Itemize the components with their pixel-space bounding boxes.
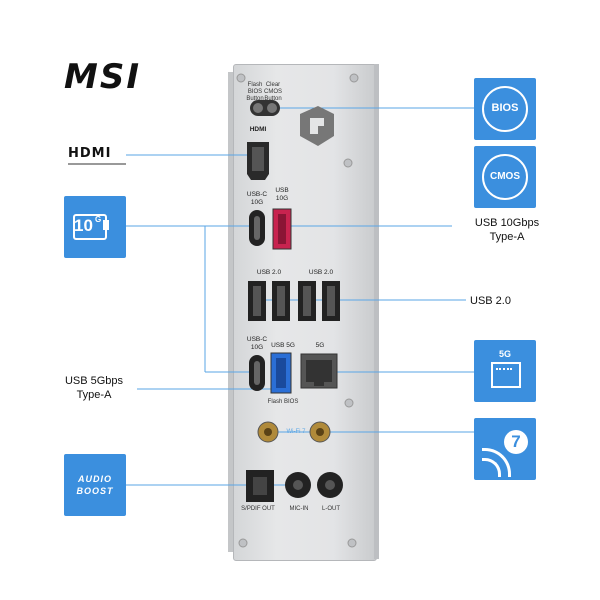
panel-edge-left: [228, 72, 234, 552]
usb-10g-typea-tongue: [278, 214, 286, 244]
lan-5g-text: 5G: [498, 349, 511, 359]
usb-10gbps-callout: USB 10Gbps Type-A: [452, 216, 562, 244]
audio-boost-line2: BOOST: [76, 486, 114, 496]
hdmi-port-inner: [252, 147, 264, 171]
hdmi-logo-underline: [68, 163, 126, 165]
mount-hole-lower: [344, 398, 354, 408]
cmos-text: CMOS: [490, 171, 520, 182]
usb20-left-label: USB 2.0: [256, 269, 282, 276]
flash-bios-port-label: Flash BIOS: [267, 399, 299, 405]
flash-bios-button: [253, 103, 263, 113]
audio-boost-line1: AUDIO: [78, 474, 112, 484]
l-out-label: L-OUT: [322, 506, 340, 512]
panel-edge-right: [374, 64, 379, 559]
usb-5gbps-callout: USB 5Gbps Type-A: [54, 374, 134, 402]
mic-in-label: MIC-IN: [289, 506, 309, 512]
hdmi-panel-label: HDMI: [249, 126, 267, 133]
usb-5g-label: USB 5G: [271, 342, 295, 349]
mount-hole-top-right: [349, 73, 359, 83]
usb20-right-label: USB 2.0: [308, 269, 334, 276]
bios-badge: BIOS: [474, 78, 536, 140]
usb-10gbps-line1: USB 10Gbps: [474, 217, 540, 229]
lan-5g-label: 5G: [315, 342, 325, 349]
cmos-badge: CMOS: [474, 146, 536, 208]
mount-hole-bottom-right: [347, 538, 357, 548]
panel-logo-inner: [310, 118, 324, 134]
usb-5gbps-line2: Type-A: [76, 389, 112, 401]
usb-10gbps-line2: Type-A: [489, 231, 525, 243]
lan-5g-badge: 5G: [474, 340, 536, 402]
mount-hole-bottom-left: [238, 538, 248, 548]
spdif-label: S/PDIF OUT: [241, 506, 275, 512]
mount-hole-top-left: [236, 73, 246, 83]
hdmi-logo: HDMI: [68, 146, 126, 165]
usbc-10g-port-inner: [254, 216, 260, 240]
usbc-10g-lower-label: USB-C 10G: [246, 336, 268, 351]
wifi7-badge: 7: [474, 418, 536, 480]
usb-2-callout: USB 2.0: [470, 295, 511, 307]
ten-g-badge: 10 G: [64, 196, 126, 258]
usbc-10g-label: USB-C 10G: [246, 191, 268, 206]
ten-g-sup: G: [95, 215, 102, 224]
wifi7-panel-label: Wi-Fi 7: [286, 429, 306, 435]
wifi7-number: 7: [511, 432, 521, 451]
ten-g-number: 10: [74, 216, 93, 235]
msi-logo: MSI: [64, 57, 141, 97]
flash-bios-label: Flash BIOS Button: [246, 82, 264, 102]
mount-hole-mid: [343, 158, 353, 168]
clear-cmos-label: Clear CMOS Button: [264, 82, 282, 102]
clear-cmos-button: [267, 103, 277, 113]
audio-boost-badge: AUDIO BOOST: [64, 454, 126, 516]
hdmi-logo-text: HDMI: [68, 146, 112, 161]
bios-text: BIOS: [491, 102, 519, 114]
usb-10g-label: USB 10G: [275, 187, 289, 202]
usb-5gbps-line1: USB 5Gbps: [64, 375, 124, 387]
